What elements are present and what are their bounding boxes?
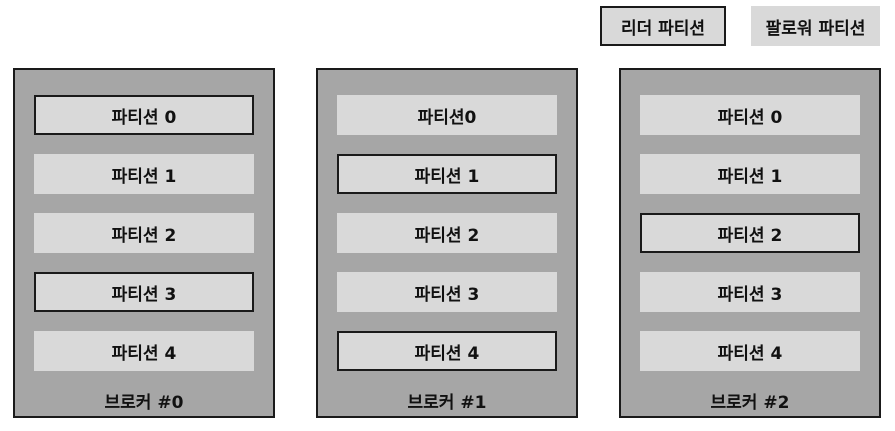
partition-label: 파티션 2 [717,225,783,246]
partition-follower: 파티션 3 [337,272,557,312]
partition-follower: 파티션 3 [640,272,860,312]
legend-follower-label: 팔로워 파티션 [765,18,866,39]
partition-follower: 파티션 2 [337,213,557,253]
partition-label: 파티션 3 [414,284,480,305]
partition-label: 파티션 4 [717,343,783,364]
partition-leader: 파티션 4 [337,331,557,371]
partition-label: 파티션 1 [717,166,783,187]
partition-leader: 파티션 2 [640,213,860,253]
broker-2: 파티션 0 파티션 1 파티션 2 파티션 3 파티션 4 브로커 #2 [619,68,881,418]
partition-label: 파티션0 [417,107,477,128]
broker-1: 파티션0 파티션 1 파티션 2 파티션 3 파티션 4 브로커 #1 [316,68,578,418]
partition-follower: 파티션 4 [640,331,860,371]
broker-label: 브로커 #2 [710,393,790,413]
partition-follower: 파티션 1 [34,154,254,194]
partition-label: 파티션 0 [717,107,783,128]
broker-label: 브로커 #1 [407,393,487,413]
partition-leader: 파티션 1 [337,154,557,194]
partition-label: 파티션 4 [111,343,177,364]
partition-leader: 파티션 3 [34,272,254,312]
partition-follower: 파티션 1 [640,154,860,194]
partition-follower: 파티션 2 [34,213,254,253]
partition-label: 파티션 2 [414,225,480,246]
partition-label: 파티션 2 [111,225,177,246]
partition-label: 파티션 4 [414,343,480,364]
legend-leader-label: 리더 파티션 [620,18,706,39]
legend-leader-partition: 리더 파티션 [600,6,726,46]
partition-follower: 파티션 0 [640,95,860,135]
partition-label: 파티션 1 [111,166,177,187]
partition-label: 파티션 0 [111,107,177,128]
partition-label: 파티션 3 [111,284,177,305]
partition-label: 파티션 1 [414,166,480,187]
partition-leader: 파티션 0 [34,95,254,135]
legend-follower-partition: 팔로워 파티션 [751,6,880,46]
broker-label: 브로커 #0 [104,393,184,413]
broker-0: 파티션 0 파티션 1 파티션 2 파티션 3 파티션 4 브로커 #0 [13,68,275,418]
partition-label: 파티션 3 [717,284,783,305]
partition-follower: 파티션 4 [34,331,254,371]
partition-follower: 파티션0 [337,95,557,135]
